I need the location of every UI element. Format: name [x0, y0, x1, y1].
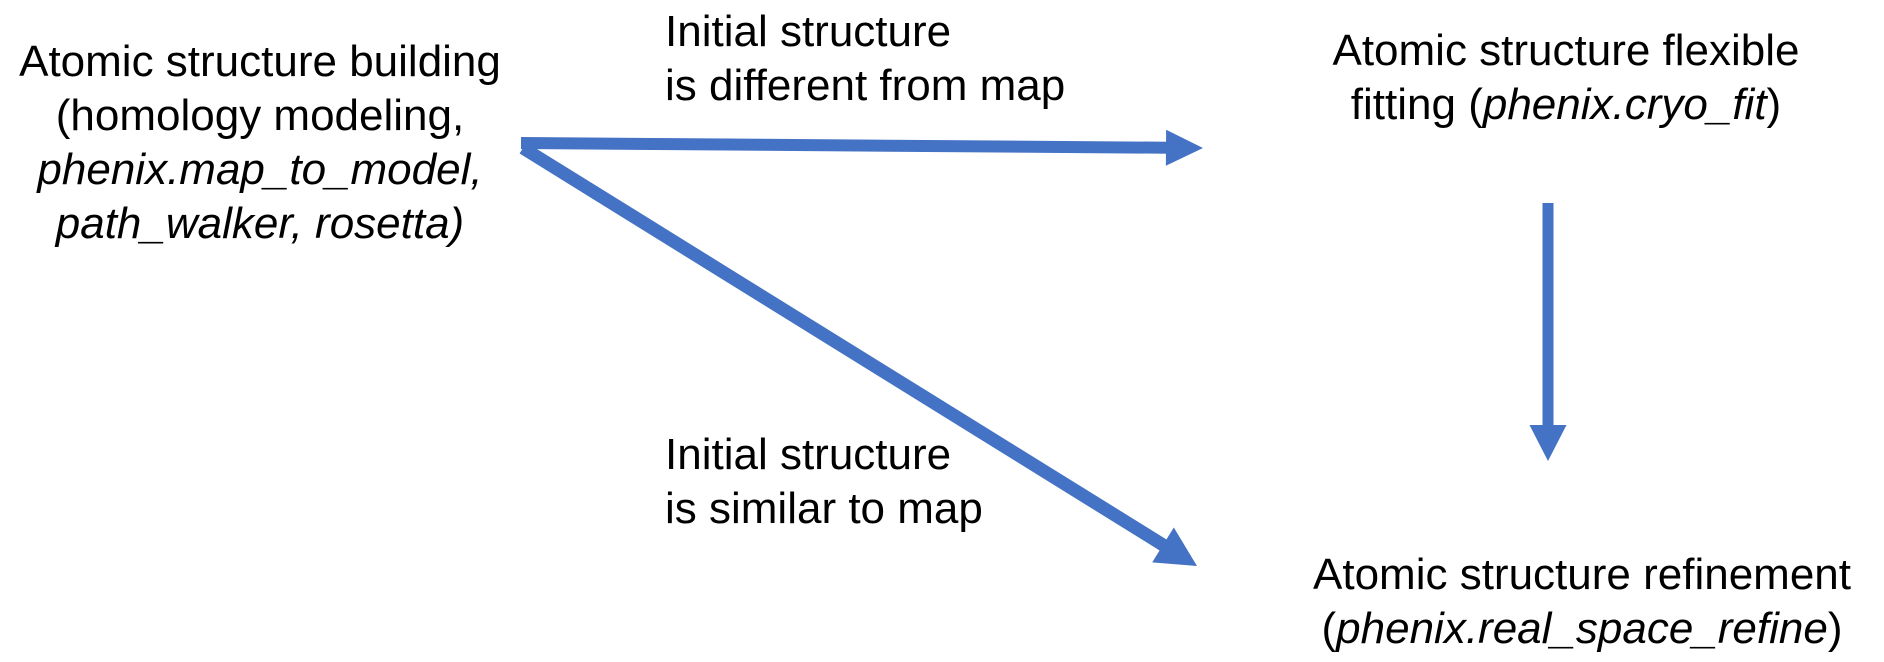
edge-label-different-from-map: Initial structure is different from map — [665, 5, 1065, 113]
edge-label-similar-to-map: Initial structure is similar to map — [665, 428, 983, 536]
similar-line-1: Initial structure — [665, 430, 952, 479]
refinement-line-2-program: phenix.real_space_refine — [1336, 604, 1828, 653]
node-structure-refinement: Atomic structure refinement (phenix.real… — [1282, 548, 1882, 656]
flexible-line-2-program: phenix.cryo_fit — [1482, 80, 1767, 129]
node-structure-building: Atomic structure building (homology mode… — [0, 35, 520, 251]
different-line-1: Initial structure — [665, 7, 952, 56]
refinement-line-2: (phenix.real_space_refine) — [1282, 602, 1882, 656]
refinement-line-1: Atomic structure refinement — [1313, 550, 1851, 599]
flexible-line-2: fitting (phenix.cryo_fit) — [1266, 78, 1866, 132]
building-line-3: phenix.map_to_model, — [37, 145, 483, 194]
similar-line-2: is similar to map — [665, 484, 983, 533]
node-flexible-fitting: Atomic structure flexible fitting (pheni… — [1266, 24, 1866, 132]
building-line-4: path_walker, rosetta) — [55, 199, 465, 248]
different-line-2: is different from map — [665, 61, 1066, 110]
arrow-building-to-flexible-fitting — [520, 129, 1203, 166]
flexible-line-1: Atomic structure flexible — [1332, 26, 1800, 75]
building-line-1: Atomic structure building — [19, 37, 501, 86]
flexible-line-2-suffix: ) — [1766, 80, 1782, 129]
refinement-line-2-prefix: ( — [1321, 604, 1337, 653]
flexible-line-2-prefix: fitting ( — [1350, 80, 1483, 129]
building-line-2: (homology modeling, — [55, 91, 465, 140]
arrow-building-to-refinement — [519, 142, 1197, 566]
arrow-flexible-fitting-to-refinement — [1529, 203, 1567, 461]
refinement-line-2-suffix: ) — [1827, 604, 1843, 653]
